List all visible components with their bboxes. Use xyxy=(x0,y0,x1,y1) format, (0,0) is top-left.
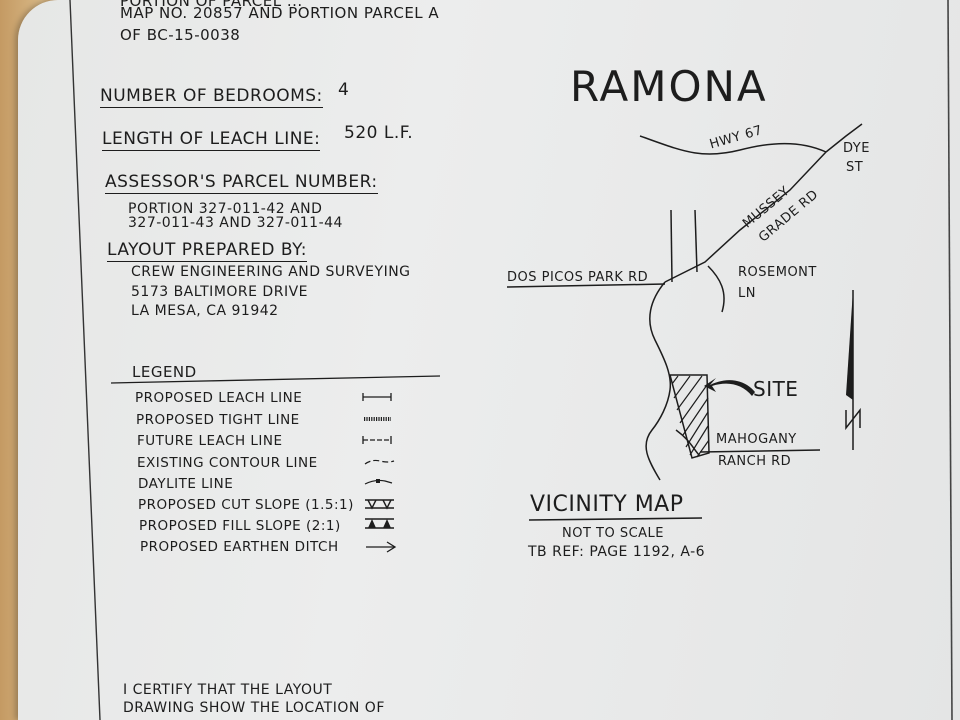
header-line-1: PORTION OF PARCEL ... xyxy=(120,0,303,10)
apn-line-1: PORTION 327-011-42 AND xyxy=(128,201,323,217)
prepared-by-line-3: LA MESA, CA 91942 xyxy=(131,303,279,319)
map-label-st: ST xyxy=(846,160,864,175)
apn-label: ASSESSOR'S PARCEL NUMBER: xyxy=(105,172,378,194)
prepared-by-line-1: CREW ENGINEERING AND SURVEYING xyxy=(131,264,411,280)
map-label-site: SITE xyxy=(753,377,799,401)
header-line-2: MAP NO. 20857 AND PORTION PARCEL A xyxy=(120,4,440,22)
legend-title: LEGEND xyxy=(132,363,197,381)
header-line-3: OF BC-15-0038 xyxy=(120,26,241,44)
prepared-by-line-2: 5173 BALTIMORE DRIVE xyxy=(131,284,308,300)
sheet-border-left xyxy=(69,0,101,720)
map-label-ranch-rd: RANCH RD xyxy=(718,454,792,469)
certify-line-2: DRAWING SHOW THE LOCATION OF xyxy=(123,700,385,716)
legend-item-leach-line: PROPOSED LEACH LINE xyxy=(135,390,303,406)
map-label-dos-picos: DOS PICOS PARK RD xyxy=(507,270,649,285)
bedrooms-value: 4 xyxy=(338,80,350,100)
certify-line-1: I CERTIFY THAT THE LAYOUT xyxy=(123,682,333,698)
map-label-mahogany: MAHOGANY xyxy=(716,432,797,447)
legend-item-contour: EXISTING CONTOUR LINE xyxy=(137,455,318,471)
vicinity-map-tb-ref: TB REF: PAGE 1192, A-6 xyxy=(528,544,706,560)
plan-sheet xyxy=(18,0,960,720)
map-label-dye: DYE xyxy=(843,141,870,156)
prepared-by-label: LAYOUT PREPARED BY: xyxy=(107,240,307,262)
map-label-rosemont: ROSEMONT xyxy=(738,265,817,280)
map-label-ln: LN xyxy=(738,286,756,301)
legend-item-fill-slope: PROPOSED FILL SLOPE (2:1) xyxy=(139,518,341,534)
legend-item-cut-slope: PROPOSED CUT SLOPE (1.5:1) xyxy=(138,497,354,513)
legend-item-tight-line: PROPOSED TIGHT LINE xyxy=(136,412,300,428)
leach-line-value: 520 L.F. xyxy=(344,123,414,143)
apn-line-2: 327-011-43 AND 327-011-44 xyxy=(128,215,343,231)
vicinity-map-title: VICINITY MAP xyxy=(530,492,684,517)
leach-line-label: LENGTH OF LEACH LINE: xyxy=(102,129,321,151)
legend-item-earthen-ditch: PROPOSED EARTHEN DITCH xyxy=(140,539,339,555)
vicinity-map-scale: NOT TO SCALE xyxy=(562,526,665,541)
sheet-linework xyxy=(69,0,953,720)
legend-item-daylite: DAYLITE LINE xyxy=(138,476,234,492)
legend-item-future-leach: FUTURE LEACH LINE xyxy=(137,433,283,449)
map-town-name: RAMONA xyxy=(570,62,768,111)
sheet-border-right xyxy=(947,0,953,720)
bedrooms-label: NUMBER OF BEDROOMS: xyxy=(100,86,323,108)
